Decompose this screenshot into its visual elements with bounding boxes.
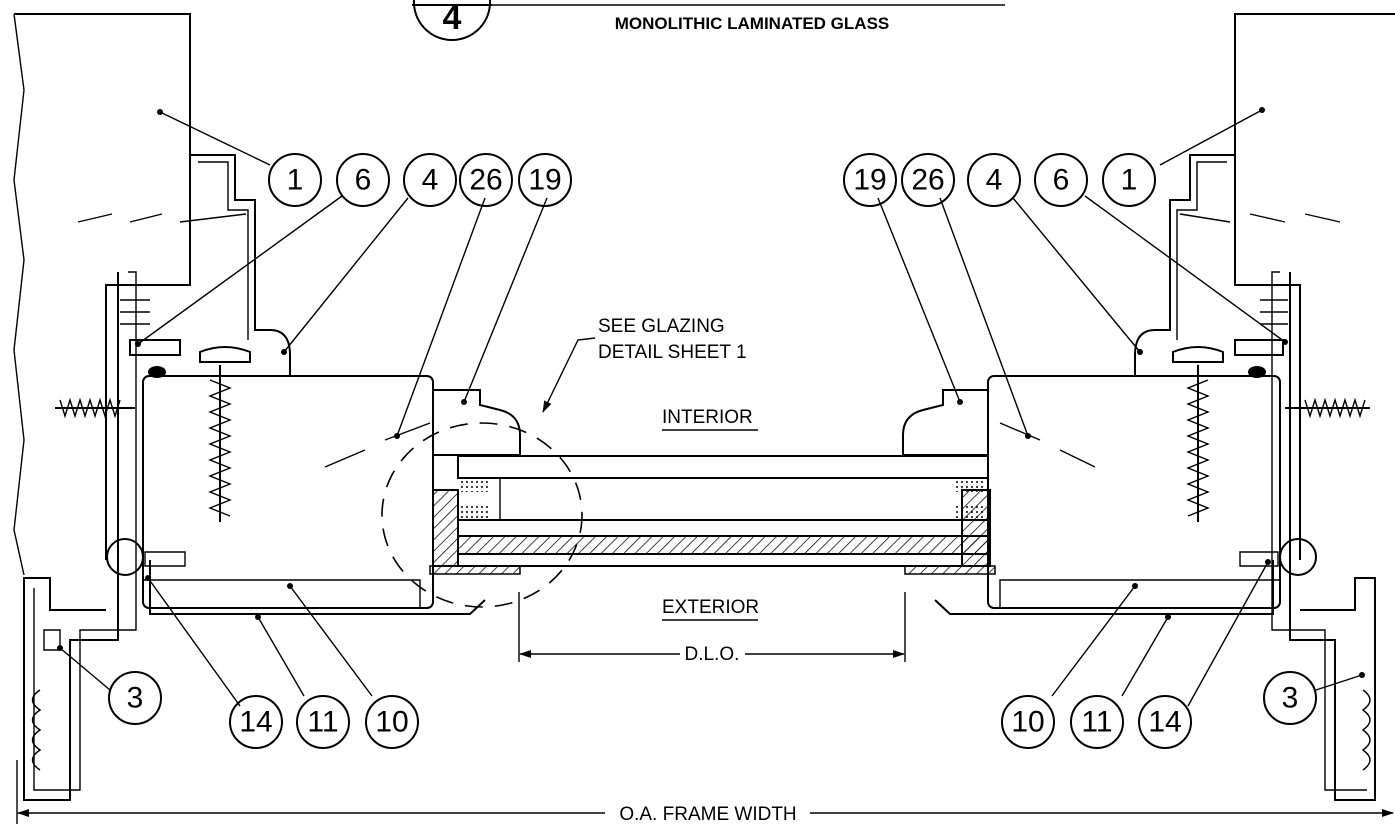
detail-number: 4 bbox=[443, 0, 462, 37]
callout-bubble: 19 bbox=[853, 164, 886, 197]
callouts-bottom-left: 3 14 11 10 bbox=[108, 671, 419, 749]
title-block: 4 MONOLITHIC LAMINATED GLASS bbox=[412, 0, 1005, 42]
callout-bubble: 11 bbox=[1081, 706, 1112, 739]
glazing-note: SEE GLAZING DETAIL SHEET 1 bbox=[542, 316, 747, 413]
glazing-note-line1: SEE GLAZING bbox=[598, 316, 725, 337]
callout-bubble: 26 bbox=[469, 164, 502, 197]
callout-bubble: 1 bbox=[287, 164, 304, 197]
callout-bubble: 6 bbox=[1053, 164, 1070, 197]
leader-lines-left bbox=[57, 109, 548, 707]
glazing-note-line2: DETAIL SHEET 1 bbox=[598, 342, 747, 363]
left-glazing-stop bbox=[432, 389, 521, 456]
dlo-label: D.L.O. bbox=[685, 644, 740, 665]
interior-label: INTERIOR bbox=[662, 407, 753, 428]
left-wall bbox=[13, 13, 291, 576]
left-anchor-screw bbox=[55, 397, 135, 419]
exterior-label: EXTERIOR bbox=[662, 597, 759, 618]
frame-width-dimension: O.A. FRAME WIDTH bbox=[16, 760, 1394, 824]
frame-width-label: O.A. FRAME WIDTH bbox=[619, 804, 796, 824]
callout-bubble: 14 bbox=[1148, 706, 1181, 739]
leader-lines-right bbox=[877, 107, 1365, 707]
left-glazing-screw bbox=[208, 365, 232, 522]
callout-bubble: 10 bbox=[1011, 706, 1044, 739]
callout-bubble: 19 bbox=[528, 164, 561, 197]
callout-bubble: 11 bbox=[307, 706, 338, 739]
left-sash bbox=[106, 375, 486, 615]
callouts-top-right: 19 26 4 6 1 bbox=[843, 153, 1156, 207]
glazing-detail-circle bbox=[381, 422, 583, 608]
callout-bubble: 10 bbox=[375, 706, 408, 739]
callout-bubble: 14 bbox=[239, 706, 272, 739]
detail-title: MONOLITHIC LAMINATED GLASS bbox=[615, 14, 890, 33]
callout-bubble: 4 bbox=[422, 164, 439, 197]
dlo-dimension: D.L.O. bbox=[518, 592, 906, 665]
callout-bubble: 4 bbox=[986, 164, 1003, 197]
callout-bubble: 6 bbox=[355, 164, 372, 197]
callouts-bottom-right: 10 11 14 3 bbox=[1001, 671, 1317, 749]
callouts-top-left: 1 6 4 26 19 bbox=[268, 153, 572, 207]
right-mirror-group bbox=[902, 13, 1395, 801]
callout-bubble: 26 bbox=[911, 164, 944, 197]
glass-assembly bbox=[429, 455, 996, 575]
callout-bubble: 3 bbox=[1282, 682, 1299, 715]
callout-bubble: 1 bbox=[1121, 164, 1138, 197]
left-frame bbox=[23, 271, 251, 801]
callout-bubble: 3 bbox=[127, 682, 144, 715]
